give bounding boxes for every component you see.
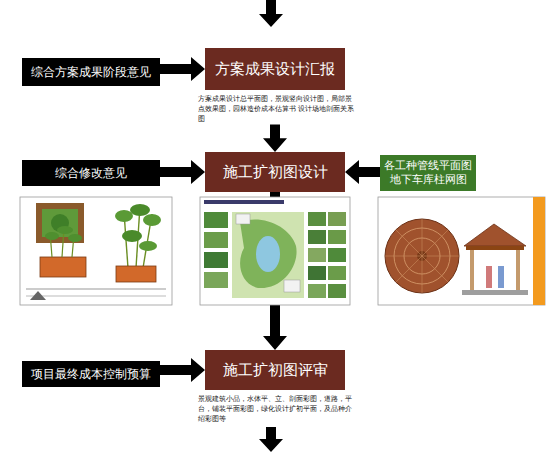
input-box: 综合修改意见 — [22, 160, 160, 186]
flow-arrow — [263, 124, 287, 152]
pavilion-drawing — [378, 197, 545, 305]
pavilion-post — [470, 250, 474, 290]
bamboo-leaves — [115, 210, 133, 222]
bamboo-leaves — [139, 241, 157, 251]
box-description: 方案成果设计总平面图，景观竖向设计图，局部景点效果图，园林造价成本估算书 设计场… — [198, 95, 358, 124]
bamboo-leaves — [122, 230, 142, 242]
photo-thumbnail — [308, 266, 326, 280]
logo-mark — [30, 291, 46, 300]
photo-thumbnail — [328, 266, 346, 280]
input-box-fill: 综合方案成果阶段意见 — [22, 58, 160, 86]
photo-thumbnail — [204, 212, 228, 228]
photo-thumbnail — [308, 284, 326, 298]
input-box-fill: 项目最终成本控制预算 — [22, 361, 160, 387]
photo-thumbnail — [204, 272, 228, 288]
dome-rib — [396, 230, 448, 282]
drawing-sheet — [200, 197, 350, 305]
scale-figure — [498, 266, 504, 288]
process-box-fill: 施工扩初图评审 — [205, 350, 345, 390]
pavilion-post — [516, 250, 520, 290]
planter-soil — [42, 209, 78, 237]
pavilion-beam — [466, 246, 524, 250]
photo-thumbnail — [328, 284, 346, 298]
planter-drawing — [20, 197, 172, 305]
green-area — [240, 219, 297, 288]
process-box-fill: 施工扩初图设计 — [205, 152, 345, 192]
photo-thumbnail — [328, 230, 346, 244]
water-feature — [256, 236, 280, 272]
drawing-sheet — [378, 197, 545, 305]
bamboo-leaves — [130, 204, 150, 216]
flow-arrow — [259, 0, 283, 27]
process-box-fill: 方案成果设计汇报 — [205, 48, 345, 90]
photo-thumbnail — [204, 232, 228, 248]
dome-plan — [385, 219, 459, 293]
flow-arrow — [160, 57, 205, 81]
box-title: 项目最终成本控制预算 — [31, 367, 151, 382]
input-box-fill: 综合修改意见 — [22, 160, 160, 186]
bamboo-leaves — [57, 226, 73, 234]
title-block-line — [26, 296, 166, 297]
title-block-line — [26, 289, 166, 290]
photo-thumbnail — [204, 252, 228, 268]
bamboo-leaves — [143, 214, 161, 226]
planter-box — [40, 257, 86, 277]
planter-box — [116, 266, 156, 282]
pavilion-roof — [464, 224, 526, 246]
process-box: 方案成果设计汇报方案成果设计总平面图，景观竖向设计图，局部景点效果图，园林造价成… — [198, 48, 358, 124]
planter-plan — [36, 203, 84, 243]
box-title: 综合修改意见 — [55, 166, 127, 181]
flow-arrow — [160, 358, 205, 382]
pavilion-base — [462, 290, 528, 295]
box-title: 施工扩初图评审 — [223, 361, 328, 380]
photo-thumbnail — [308, 230, 326, 244]
input-box: 项目最终成本控制预算 — [22, 361, 160, 387]
site-plan — [232, 212, 304, 298]
process-box: 施工扩初图设计 — [205, 152, 345, 192]
scale-figure — [486, 266, 492, 288]
bamboo-leaves — [68, 234, 82, 242]
flow-arrow — [259, 427, 283, 452]
photo-thumbnail — [328, 212, 346, 226]
sheet-side-bar — [533, 197, 545, 305]
box-title: 施工扩初图设计 — [223, 163, 328, 182]
photo-thumbnail — [308, 212, 326, 226]
input-box: 综合方案成果阶段意见 — [22, 58, 160, 86]
input-box: 各工种管线平面图 地下车库柱网图 — [380, 155, 476, 191]
box-title: 综合方案成果阶段意见 — [31, 65, 151, 80]
process-box: 施工扩初图评审景观建筑小品，水体平、立、剖面彩图，道路，平台，铺装平面彩图，绿化… — [198, 350, 358, 424]
photo-thumbnail — [308, 248, 326, 262]
photo-thumbnail — [328, 248, 346, 262]
input-box-fill: 各工种管线平面图 地下车库柱网图 — [380, 155, 476, 191]
dome-rib — [396, 230, 448, 282]
drawing-sheet — [20, 197, 172, 305]
building — [236, 214, 250, 224]
bamboo-leaves — [45, 232, 59, 240]
site-plan-sheet — [200, 197, 350, 305]
sheet-title-bar — [204, 200, 284, 204]
flow-arrow — [160, 160, 205, 184]
box-title: 方案成果设计汇报 — [215, 60, 335, 79]
flow-arrow — [345, 160, 380, 184]
building — [284, 280, 300, 292]
box-description: 景观建筑小品，水体平、立、剖面彩图，道路，平台，铺装平面彩图，绿化设计扩初平面，… — [198, 395, 358, 424]
box-title: 各工种管线平面图 地下车库柱网图 — [384, 159, 472, 187]
